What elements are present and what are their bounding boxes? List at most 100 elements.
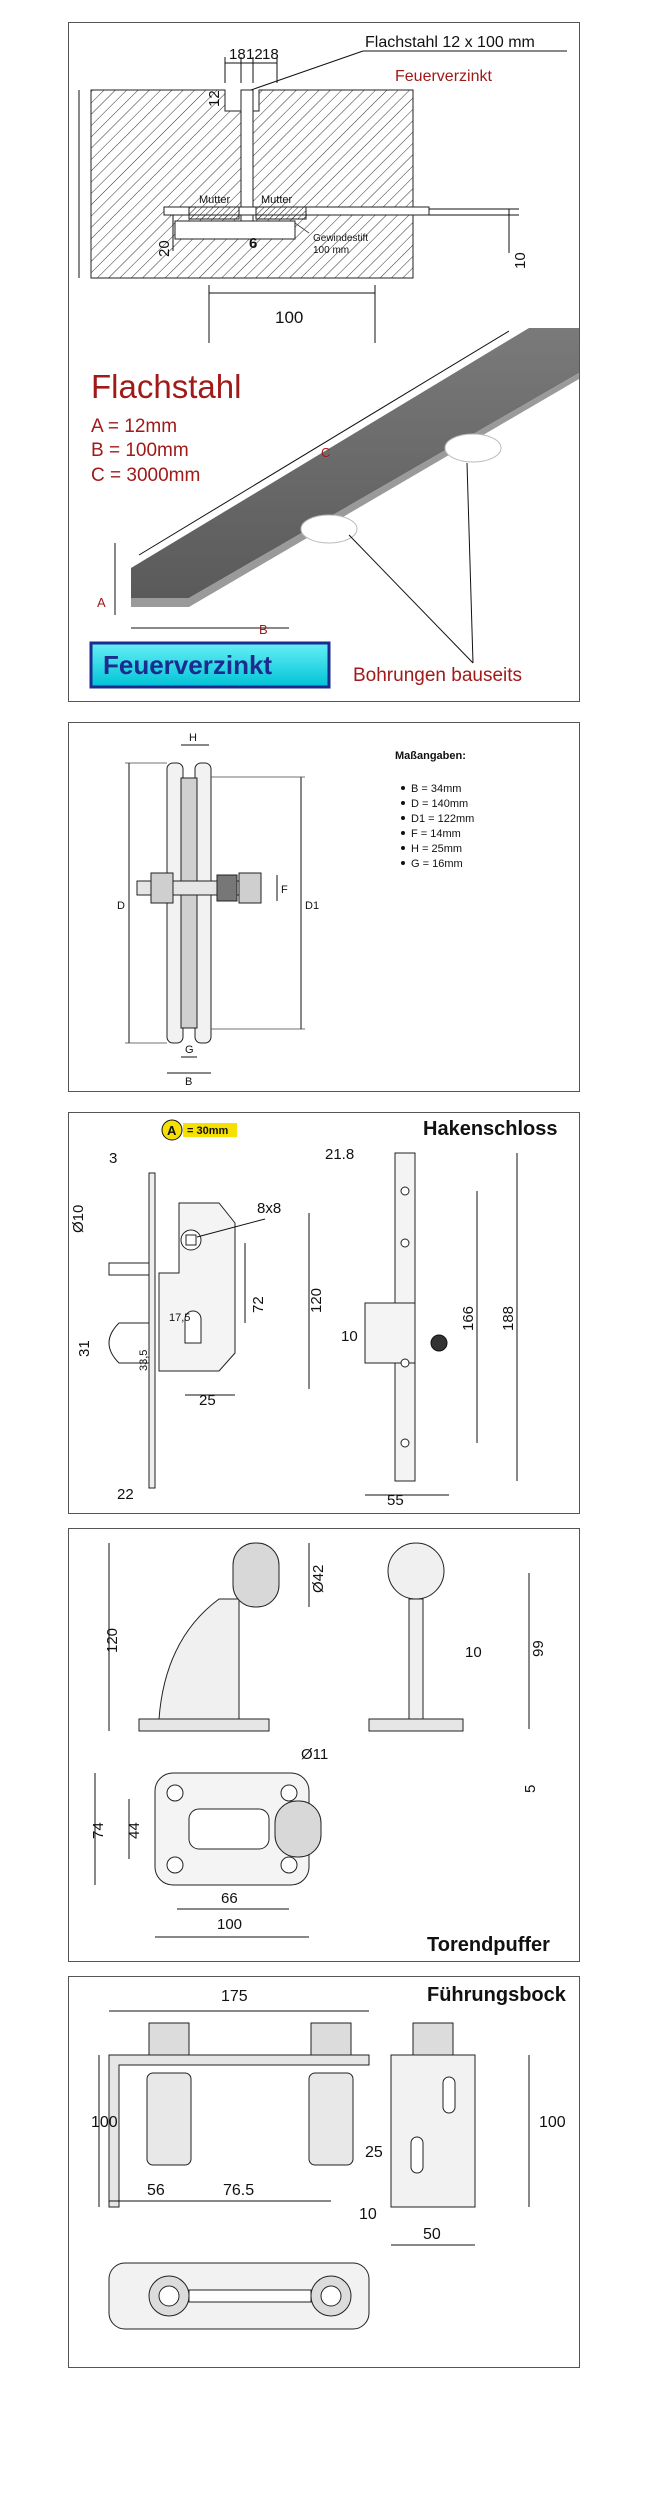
hook-bolt [108, 1322, 150, 1364]
flat-steel-bar [131, 328, 579, 598]
spec-title: Maßangaben: [395, 750, 466, 762]
dim-3: 3 [109, 1150, 117, 1167]
dim-b: B [185, 1076, 192, 1088]
dim-120: 120 [104, 1628, 121, 1653]
title-hakenschloss: Hakenschloss [423, 1118, 558, 1140]
dim-76-5: 76.5 [223, 2182, 254, 2199]
dim-10: 10 [465, 1644, 482, 1661]
nut-top-right [310, 2022, 352, 2056]
dim-d11: Ø11 [301, 1746, 328, 1763]
dim-d42: Ø42 [310, 1565, 327, 1593]
dim-20: 20 [156, 240, 173, 257]
dim-188: 188 [500, 1306, 517, 1331]
base-plate [138, 1718, 270, 1732]
spec-list: B = 34mm D = 140mm D1 = 122mm F = 14mm H… [401, 783, 474, 870]
nut-left [150, 872, 174, 904]
badge-a-value: = 30mm [187, 1125, 228, 1137]
panel-flachstahl: 18 12 18 Flachstahl 12 x 100 mm Feuerver… [68, 22, 580, 702]
keyhole-icon [430, 1334, 448, 1352]
dim-166: 166 [460, 1306, 477, 1331]
dim-100-left: 100 [91, 2114, 118, 2131]
rubber-buffer [232, 1542, 280, 1608]
dim-74: 74 [90, 1822, 107, 1839]
nut-left [188, 206, 240, 220]
label-gewindestift: Gewindestift [313, 233, 368, 244]
dim-44: 44 [126, 1822, 143, 1839]
bohrung-1 [444, 433, 502, 463]
dim-50: 50 [423, 2226, 441, 2243]
label-a: A [97, 595, 106, 610]
dim-h: H [189, 732, 197, 744]
panel-fuehrungsbock: Führungsbock 175 100 56 76.5 100 25 10 5… [68, 1976, 580, 2368]
buffer-front [387, 1542, 445, 1600]
dim-25: 25 [199, 1392, 216, 1409]
angle-bracket [108, 2054, 370, 2208]
spec-item: B = 34mm [411, 783, 461, 795]
spec-item: F = 14mm [411, 828, 461, 840]
fuehrungsbock-drawing: Führungsbock 175 100 56 76.5 100 25 10 5… [91, 1984, 567, 2330]
spec-item: G = 16mm [411, 858, 463, 870]
slot-upper [442, 2076, 456, 2114]
nut-top-left [148, 2022, 190, 2056]
panel-laufrolle: H D D1 F G B Maßangaben: B = 34mm D = 14… [68, 722, 580, 1092]
face-plate [148, 1172, 156, 1489]
slot-lower [410, 2136, 424, 2174]
side-lock-body [364, 1302, 416, 1364]
dim-10-side: 10 [341, 1328, 358, 1345]
dim-25: 25 [365, 2144, 383, 2161]
roller-right [308, 2072, 354, 2166]
badge-a-letter: A [167, 1123, 177, 1138]
dim-55: 55 [387, 1492, 404, 1509]
dim-21-8: 21.8 [325, 1146, 354, 1163]
title-flachstahl-spec: Flachstahl 12 x 100 mm [365, 34, 535, 51]
dim-72: 72 [250, 1296, 267, 1313]
dim-f: F [281, 884, 288, 896]
laufrolle-drawing: H D D1 F G B Maßangaben: B = 34mm D = 14… [117, 732, 474, 1088]
badge-feuerverzinkt [89, 641, 331, 689]
panel-torendpuffer: 120 Ø42 10 99 5 Ø11 74 44 66 100 Torendp… [68, 1528, 580, 1962]
label-gewindestift-length: 100 mm [313, 245, 349, 256]
wheel-groove [180, 777, 198, 1029]
spec-a: A = 12mm [91, 416, 177, 437]
dim-10: 10 [359, 2206, 377, 2223]
buffer-bracket [158, 1598, 240, 1720]
spec-item: H = 25mm [411, 843, 462, 855]
dim-10-right: 10 [512, 252, 529, 269]
hakenschloss-drawing: A = 30mm Hakenschloss 3 Ø10 8x8 72 120 3… [70, 1118, 558, 1509]
dim-33-5: 33,5 [138, 1350, 150, 1371]
title-torendpuffer: Torendpuffer [427, 1934, 550, 1956]
spec-item: D = 140mm [411, 798, 468, 810]
dim-12-top: 12 [246, 46, 263, 63]
dim-d10: Ø10 [70, 1205, 87, 1233]
badge-a-circle [161, 1119, 183, 1141]
dim-66: 66 [221, 1890, 238, 1907]
spec-b: B = 100mm [91, 440, 189, 461]
nut-right [255, 206, 307, 220]
dim-31: 31 [76, 1340, 93, 1357]
dim-100-right: 100 [539, 2114, 566, 2131]
spec-c: C = 3000mm [91, 465, 200, 486]
bohrung-2 [300, 514, 358, 544]
badge-feuerverzinkt-text: Feuerverzinkt [103, 650, 272, 680]
label-bohrungen-bauseits: Bohrungen bauseits [353, 665, 522, 686]
spacer [216, 874, 238, 902]
flachstahl-drawing: 18 12 18 Flachstahl 12 x 100 mm Feuerver… [78, 34, 579, 689]
dim-22: 22 [117, 1486, 134, 1503]
dim-100: 100 [217, 1916, 242, 1933]
title-fuehrungsbock: Führungsbock [427, 1984, 567, 2006]
heading-flachstahl: Flachstahl [91, 368, 241, 405]
buffer-post [408, 1598, 424, 1720]
label-mutter-left: Mutter [199, 194, 231, 206]
subtitle-feuerverzinkt: Feuerverzinkt [395, 68, 492, 85]
cylinder-cutout [184, 1310, 202, 1344]
dim-100-bottom: 100 [275, 308, 303, 327]
dim-8x8: 8x8 [257, 1200, 281, 1217]
dim-56: 56 [147, 2182, 165, 2199]
dim-d: D [117, 900, 125, 912]
label-c: C [321, 445, 330, 460]
panel-hakenschloss: A = 30mm Hakenschloss 3 Ø10 8x8 72 120 3… [68, 1112, 580, 1514]
side-plate [390, 2054, 476, 2208]
torendpuffer-drawing: 120 Ø42 10 99 5 Ø11 74 44 66 100 Torendp… [90, 1542, 550, 1956]
dim-d1: D1 [305, 900, 319, 912]
lock-body [158, 1202, 236, 1372]
